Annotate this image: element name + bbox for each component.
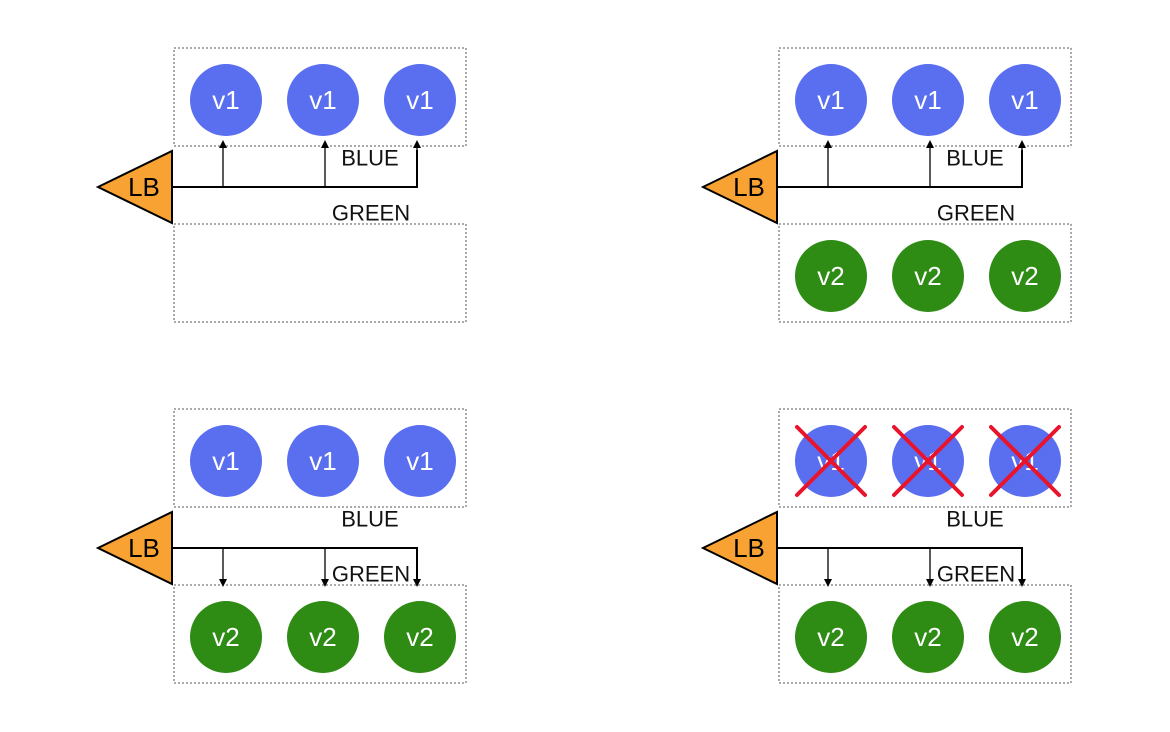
arrowhead [219, 140, 227, 148]
v1-node [190, 64, 262, 136]
green-environment-box [173, 223, 467, 323]
v2-node-label: v2 [914, 261, 941, 291]
green-environment-box [778, 223, 1072, 323]
v2-node [795, 240, 867, 312]
v2-node [287, 601, 359, 673]
v2-node-label: v2 [1011, 261, 1038, 291]
blue-environment-box [173, 408, 467, 508]
v1-node [384, 425, 456, 497]
v2-node [190, 601, 262, 673]
arrowhead [219, 579, 227, 587]
arrowhead [926, 140, 934, 148]
v1-node-label: v1 [212, 446, 239, 476]
v1-node [287, 64, 359, 136]
arrowhead [824, 579, 832, 587]
load-balancer-label: LB [128, 533, 160, 563]
v1-node [287, 425, 359, 497]
arrowhead [824, 140, 832, 148]
v1-node [989, 64, 1061, 136]
arrowhead [1018, 579, 1026, 587]
blue-environment-box [778, 408, 1072, 508]
v2-node [989, 240, 1061, 312]
green-environment-label: GREEN [937, 562, 1015, 587]
arrowhead [926, 579, 934, 587]
blue-environment-label: BLUE [341, 507, 398, 532]
v2-node-label: v2 [1011, 622, 1038, 652]
arrowhead [321, 579, 329, 587]
blue-environment-label: BLUE [341, 146, 398, 171]
v2-node [795, 601, 867, 673]
v2-node [892, 240, 964, 312]
v2-node-label: v2 [212, 622, 239, 652]
v1-node-label: v1 [406, 85, 433, 115]
deployment-panel-2: v1 v1 v1 v2 v2 v2 BLUE GREEN LB [700, 47, 1072, 323]
v2-node-label: v2 [817, 261, 844, 291]
v2-node-label: v2 [817, 622, 844, 652]
v2-node-label: v2 [914, 622, 941, 652]
arrowhead [1018, 140, 1026, 148]
green-environment-label: GREEN [332, 562, 410, 587]
load-balancer-label: LB [128, 172, 160, 202]
v1-node-label: v1 [914, 85, 941, 115]
green-environment-box [778, 584, 1072, 684]
v1-node [190, 425, 262, 497]
green-environment-label: GREEN [937, 201, 1015, 226]
blue-environment-label: BLUE [946, 146, 1003, 171]
blue-environment-label: BLUE [946, 507, 1003, 532]
load-balancer-label: LB [733, 533, 765, 563]
v1-node-label: v1 [309, 85, 336, 115]
load-balancer-label: LB [733, 172, 765, 202]
green-environment-box [173, 584, 467, 684]
arrowhead [321, 140, 329, 148]
v2-node [384, 601, 456, 673]
arrowhead [413, 140, 421, 148]
v2-node [892, 601, 964, 673]
v1-node [384, 64, 456, 136]
blue-environment-box [778, 47, 1072, 147]
removed-cross-icon [892, 425, 964, 497]
v1-node-label: v1 [212, 85, 239, 115]
v1-node-label: v1 [817, 85, 844, 115]
v1-node-label: v1 [406, 446, 433, 476]
v1-node-label: v1 [309, 446, 336, 476]
v2-node [989, 601, 1061, 673]
v1-node [795, 64, 867, 136]
arrowhead [413, 579, 421, 587]
blue-environment-box [173, 47, 467, 147]
removed-cross-icon [795, 425, 867, 497]
v2-node-label: v2 [406, 622, 433, 652]
v1-node-label: v1 [1011, 85, 1038, 115]
deployment-panel-3: v1 v1 v1 v2 v2 v2 BLUE GREEN LB [95, 408, 467, 684]
green-environment-label: GREEN [332, 201, 410, 226]
removed-cross-icon [989, 425, 1061, 497]
v1-node [892, 64, 964, 136]
v2-node-label: v2 [309, 622, 336, 652]
